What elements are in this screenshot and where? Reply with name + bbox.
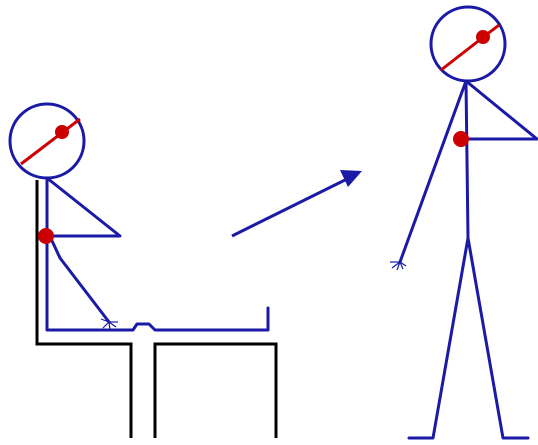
sitting-head-marker <box>55 125 69 139</box>
standing-hip-marker <box>453 131 469 147</box>
sitting-figure <box>10 104 268 330</box>
standing-arm-hanging <box>400 81 466 262</box>
standing-torso <box>466 81 468 238</box>
standing-left-leg <box>409 238 468 438</box>
sitting-leg <box>47 230 109 322</box>
sitting-head <box>10 104 84 178</box>
standing-figure <box>400 7 537 438</box>
standing-head-marker <box>476 30 490 44</box>
chair-seat <box>155 344 276 438</box>
sitting-hip-marker <box>38 228 54 244</box>
sitting-arm <box>47 178 120 236</box>
chair <box>37 180 276 438</box>
sitting-head-axis <box>21 119 80 164</box>
standing-right-leg <box>468 238 528 438</box>
standing-head-axis <box>441 25 499 70</box>
chair-back <box>37 180 131 438</box>
standing-hand-icon <box>390 262 406 270</box>
transition-arrow-icon <box>232 170 362 236</box>
standing-arm-bent <box>464 81 537 139</box>
